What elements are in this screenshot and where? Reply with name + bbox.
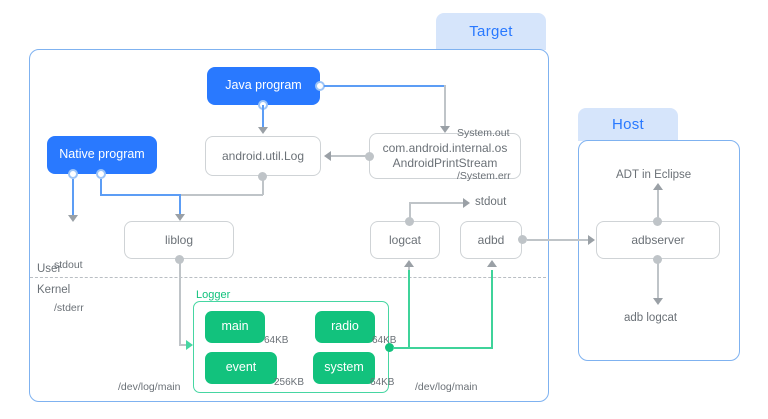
adbd-port-right bbox=[518, 235, 527, 244]
conn-printstream-to-utillog-arrow bbox=[324, 151, 331, 161]
conn-adbd-to-adbserver-arrow bbox=[588, 235, 595, 245]
logger-buffer-system-size: 64KB bbox=[370, 377, 395, 388]
android-print-stream-port-left bbox=[365, 152, 374, 161]
conn-native-to-stdout-arrow bbox=[68, 215, 78, 222]
adbserver-port-bottom bbox=[653, 255, 662, 264]
conn-logcat-to-stdout-arrow bbox=[463, 198, 470, 208]
target-tab-label: Target bbox=[469, 23, 513, 40]
conn-logcat-up-gray bbox=[408, 267, 410, 270]
adbserver-port-top bbox=[653, 217, 662, 226]
logger-buffer-radio-size: 64KB bbox=[372, 335, 397, 346]
system-out-label: System.out /System.err bbox=[457, 98, 511, 211]
logger-buffer-main-label: main bbox=[221, 319, 249, 334]
node-adbd-label: adbd bbox=[477, 232, 505, 247]
conn-native-to-stdout-v bbox=[72, 179, 74, 215]
conn-liblog-to-logger-arrow bbox=[186, 340, 193, 350]
logger-buffer-event-size: 256KB bbox=[274, 377, 305, 388]
node-logcat[interactable]: logcat bbox=[370, 221, 440, 259]
node-logcat-label: logcat bbox=[388, 232, 422, 247]
target-tab: Target bbox=[436, 13, 546, 50]
node-adb-logcat: adb logcat bbox=[624, 311, 677, 327]
logger-buffer-system[interactable]: system bbox=[313, 352, 375, 384]
stdout-stderr-label: stdout /stderr bbox=[54, 230, 84, 343]
dev-path-right-0: /dev/log/main bbox=[415, 381, 478, 394]
conn-liblog-to-logger-h bbox=[179, 344, 187, 346]
stdout-stderr-line2: /stderr bbox=[54, 301, 84, 314]
user-label: User bbox=[37, 263, 62, 275]
conn-java-to-utillog-v bbox=[262, 105, 264, 127]
android-util-log-port-bottom bbox=[258, 172, 267, 181]
node-adt-in-eclipse-label: ADT in Eclipse bbox=[616, 169, 692, 181]
node-java-program[interactable]: Java program bbox=[207, 67, 320, 105]
node-android-util-log[interactable]: android.util.Log bbox=[205, 136, 321, 176]
node-android-print-stream-line2: AndroidPrintStream bbox=[392, 156, 498, 170]
dev-path-left-0: /dev/log/main bbox=[118, 381, 181, 394]
logger-buffer-event[interactable]: event bbox=[205, 352, 277, 384]
conn-java-to-printstream-h bbox=[324, 85, 445, 87]
logger-buffer-main-size: 64KB bbox=[264, 335, 289, 346]
dev-paths-left: /dev/log/main /dev/log/radio /dev/log/ev… bbox=[118, 352, 191, 419]
conn-adbserver-to-adt-arrow bbox=[653, 183, 663, 190]
node-android-print-stream[interactable]: com.android.internal.os AndroidPrintStre… bbox=[369, 133, 521, 179]
conn-adbserver-to-adblogcat-v bbox=[657, 262, 659, 298]
logger-buffer-radio[interactable]: radio bbox=[315, 311, 375, 343]
node-liblog[interactable]: liblog bbox=[124, 221, 234, 259]
logger-port-right bbox=[385, 343, 394, 352]
conn-java-to-utillog-arrow bbox=[258, 127, 268, 134]
conn-logcat-to-stdout-v bbox=[409, 202, 411, 220]
node-android-print-stream-line1: com.android.internal.os bbox=[382, 141, 508, 155]
logger-buffer-radio-label: radio bbox=[331, 319, 359, 334]
logcat-port-top bbox=[405, 217, 414, 226]
system-out-line1: System.out bbox=[457, 127, 510, 140]
node-adb-logcat-label: adb logcat bbox=[624, 312, 678, 324]
conn-to-liblog-arrow bbox=[175, 214, 185, 221]
node-adt-in-eclipse: ADT in Eclipse bbox=[616, 168, 691, 184]
logger-buffer-event-label: event bbox=[225, 360, 257, 375]
node-adbd[interactable]: adbd bbox=[460, 221, 522, 259]
native-program-port-stdout bbox=[68, 169, 78, 179]
node-liblog-label: liblog bbox=[164, 232, 194, 247]
node-native-program[interactable]: Native program bbox=[47, 136, 157, 174]
logger-title: Logger bbox=[196, 289, 231, 301]
node-native-program-label: Native program bbox=[59, 147, 145, 162]
conn-logger-to-adbd-h bbox=[393, 347, 493, 349]
system-out-line2: /System.err bbox=[457, 169, 511, 182]
host-tab-label: Host bbox=[611, 116, 645, 133]
conn-logger-to-logcat-v bbox=[408, 270, 410, 348]
logger-buffer-system-label: system bbox=[324, 360, 364, 375]
conn-java-to-printstream-v bbox=[444, 85, 446, 126]
conn-utillog-down bbox=[262, 180, 264, 195]
dev-paths-right: /dev/log/main /dev/log/radio /dev/log/ev… bbox=[415, 352, 488, 419]
stdout-label: stdout bbox=[475, 196, 507, 208]
node-adbserver-label: adbserver bbox=[631, 232, 685, 247]
native-program-port-liblog bbox=[96, 169, 106, 179]
conn-utillog-left bbox=[179, 194, 263, 196]
kernel-label: Kernel bbox=[37, 284, 71, 296]
conn-logger-to-adbd-v bbox=[491, 270, 493, 348]
conn-logger-to-logcat-arrow bbox=[404, 260, 414, 267]
conn-java-to-printstream-arrow bbox=[440, 126, 450, 133]
stdout-stderr-line1: stdout bbox=[54, 259, 83, 272]
conn-native-to-liblog-v1 bbox=[100, 179, 102, 194]
conn-printstream-to-utillog-h bbox=[331, 155, 367, 157]
host-tab: Host bbox=[578, 108, 678, 141]
logger-buffer-main[interactable]: main bbox=[205, 311, 265, 343]
conn-logger-to-adbd-arrow bbox=[487, 260, 497, 267]
conn-logcat-to-stdout-h bbox=[409, 202, 464, 204]
conn-native-to-liblog-h bbox=[100, 194, 180, 196]
conn-adbserver-to-adt-v bbox=[657, 190, 659, 218]
conn-adbserver-to-adblogcat-arrow bbox=[653, 298, 663, 305]
user-kernel-divider bbox=[30, 277, 546, 278]
node-java-program-label: Java program bbox=[225, 78, 302, 93]
conn-liblog-to-logger-v1 bbox=[179, 259, 181, 345]
conn-adbd-to-adbserver-h bbox=[527, 239, 589, 241]
node-adbserver[interactable]: adbserver bbox=[596, 221, 720, 259]
conn-native-to-liblog-v2 bbox=[179, 194, 181, 214]
node-android-util-log-label: android.util.Log bbox=[221, 148, 305, 163]
